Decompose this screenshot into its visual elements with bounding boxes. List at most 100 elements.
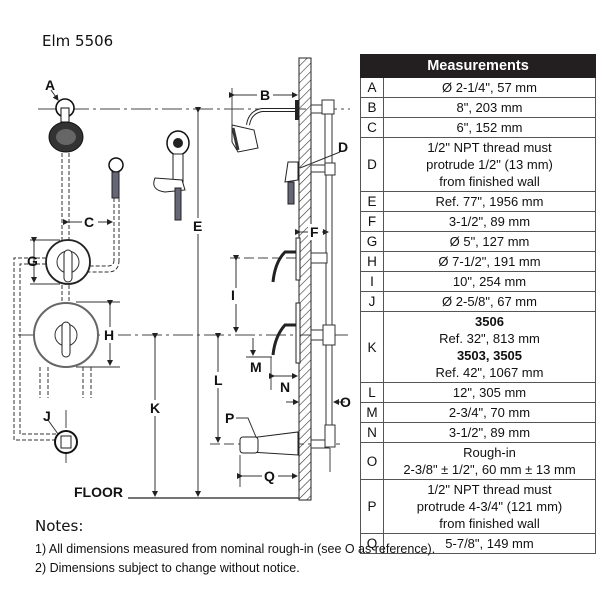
- row-value: 12", 305 mm: [383, 382, 596, 403]
- table-row: N 3-1/2", 89 mm: [360, 422, 596, 443]
- table-row: H Ø 7-1/2", 191 mm: [360, 251, 596, 272]
- label-h: H: [104, 327, 114, 343]
- row-key: J: [360, 291, 384, 312]
- note-item: 2) Dimensions subject to change without …: [35, 561, 300, 575]
- value-line: Rough-in: [463, 445, 516, 460]
- row-value: Ø 2-5/8", 67 mm: [383, 291, 596, 312]
- row-value: Rough-in 2-3/8" ± 1/2", 60 mm ± 13 mm: [383, 442, 596, 480]
- table-row: L 12", 305 mm: [360, 382, 596, 403]
- table-row: E Ref. 77", 1956 mm: [360, 191, 596, 212]
- row-key: M: [360, 402, 384, 423]
- notes-section: Notes: 1) All dimensions measured from n…: [35, 517, 435, 578]
- value-line: 6", 152 mm: [456, 120, 523, 135]
- label-o: O: [340, 394, 351, 410]
- row-key: B: [360, 97, 384, 118]
- product-title: Elm 5506: [42, 32, 114, 50]
- showerhead-side: [231, 124, 259, 153]
- row-key: A: [360, 77, 384, 98]
- row-key: G: [360, 231, 384, 252]
- table-header: Measurements: [360, 54, 596, 78]
- row-value: 1/2" NPT thread must protrude 4-3/4" (121…: [383, 479, 596, 534]
- table-row: C 6", 152 mm: [360, 117, 596, 138]
- label-j: J: [43, 408, 51, 424]
- value-line: Ref. 42", 1067 mm: [435, 365, 544, 380]
- table-row: D 1/2" NPT thread must protrude 1/2" (13 m…: [360, 137, 596, 192]
- row-value: 5-7/8", 149 mm: [383, 533, 596, 554]
- diverter-handle-side: [271, 250, 296, 283]
- row-value: 6", 152 mm: [383, 117, 596, 138]
- label-d: D: [338, 139, 348, 155]
- label-b: B: [260, 87, 270, 103]
- value-line: 2-3/8" ± 1/2", 60 mm ± 13 mm: [403, 462, 576, 477]
- row-value: Ref. 77", 1956 mm: [383, 191, 596, 212]
- row-key: N: [360, 422, 384, 443]
- value-line: Ø 2-5/8", 67 mm: [442, 294, 537, 309]
- valve-handle-side: [271, 323, 296, 356]
- label-c: C: [84, 214, 94, 230]
- row-key: I: [360, 271, 384, 292]
- row-key: K: [360, 311, 384, 383]
- row-value: 2-3/4", 70 mm: [383, 402, 596, 423]
- label-a: A: [45, 77, 55, 93]
- row-value: Ø 7-1/2", 191 mm: [383, 251, 596, 272]
- label-e: E: [193, 218, 202, 234]
- value-line: from finished wall: [439, 516, 540, 531]
- table-row: O Rough-in 2-3/8" ± 1/2", 60 mm ± 13 mm: [360, 442, 596, 480]
- table-row: I 10", 254 mm: [360, 271, 596, 292]
- value-line: Ref. 32", 813 mm: [439, 331, 540, 346]
- label-m: M: [250, 359, 262, 375]
- table-row: A Ø 2-1/4", 57 mm: [360, 77, 596, 98]
- row-value: 1/2" NPT thread must protrude 1/2" (13 mm…: [383, 137, 596, 192]
- note-item: 1) All dimensions measured from nominal …: [35, 542, 436, 556]
- notes-title: Notes:: [35, 517, 84, 535]
- label-k: K: [150, 400, 160, 416]
- row-key: E: [360, 191, 384, 212]
- row-value: Ø 2-1/4", 57 mm: [383, 77, 596, 98]
- row-value: Ø 5", 127 mm: [383, 231, 596, 252]
- value-line: 3503, 3505: [456, 348, 523, 363]
- label-p: P: [225, 410, 234, 426]
- wall: [298, 57, 312, 501]
- value-line: 3-1/2", 89 mm: [448, 214, 531, 229]
- label-l: L: [214, 372, 223, 388]
- value-line: 2-3/4", 70 mm: [448, 405, 531, 420]
- row-key: F: [360, 211, 384, 232]
- value-line: Ø 7-1/2", 191 mm: [438, 254, 541, 269]
- table-row: J Ø 2-5/8", 67 mm: [360, 291, 596, 312]
- label-f: F: [310, 224, 319, 240]
- value-line: 12", 305 mm: [452, 385, 527, 400]
- value-line: 3506: [475, 314, 504, 329]
- table-row: F 3-1/2", 89 mm: [360, 211, 596, 232]
- value-line: Ref. 77", 1956 mm: [435, 194, 544, 209]
- label-i: I: [231, 287, 235, 303]
- row-value: 8", 203 mm: [383, 97, 596, 118]
- installation-diagram: FLOOR: [13, 57, 351, 501]
- value-line: protrude 1/2" (13 mm): [426, 157, 553, 172]
- row-value: 3-1/2", 89 mm: [383, 211, 596, 232]
- value-line: protrude 4-3/4" (121 mm): [416, 499, 563, 514]
- value-line: Ø 2-1/4", 57 mm: [442, 80, 537, 95]
- table-row: M 2-3/4", 70 mm: [360, 402, 596, 423]
- row-key: O: [360, 442, 384, 480]
- row-key: H: [360, 251, 384, 272]
- value-line: 3-1/2", 89 mm: [448, 425, 531, 440]
- value-line: 10", 254 mm: [452, 274, 527, 289]
- value-line: 1/2" NPT thread must: [427, 140, 552, 155]
- label-q: Q: [264, 468, 275, 484]
- value-line: from finished wall: [439, 174, 540, 189]
- value-line: 5-7/8", 149 mm: [445, 536, 534, 551]
- row-key: L: [360, 382, 384, 403]
- row-key: C: [360, 117, 384, 138]
- row-value: 3-1/2", 89 mm: [383, 422, 596, 443]
- label-n: N: [280, 379, 290, 395]
- row-key: D: [360, 137, 384, 192]
- row-value: 10", 254 mm: [383, 271, 596, 292]
- value-line: 1/2" NPT thread must: [427, 482, 552, 497]
- label-g: G: [27, 253, 38, 269]
